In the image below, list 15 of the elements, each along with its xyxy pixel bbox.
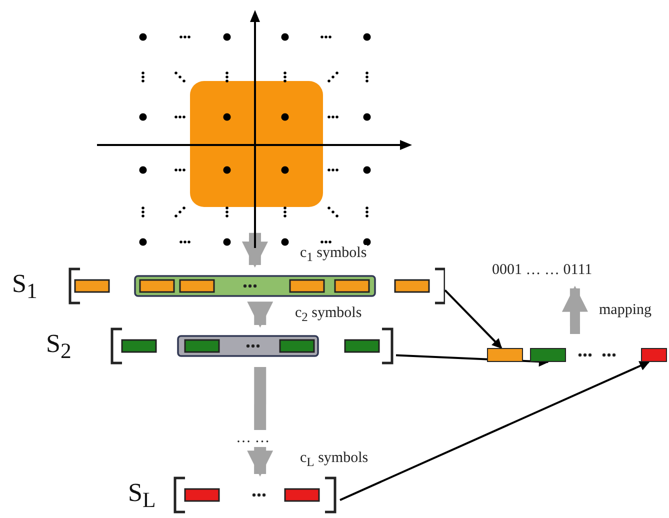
set-label: S$_{1}$ xyxy=(12,269,38,304)
block-arrow xyxy=(247,366,274,477)
bit-label: 0001 … … 0111 xyxy=(492,262,592,279)
block-arrow xyxy=(247,302,274,328)
ellipsis-label: … … xyxy=(236,430,270,447)
edge-label: mapping xyxy=(599,302,652,319)
set-label: S$_{L}$ xyxy=(128,478,156,514)
set-label: S$_{2}$ xyxy=(46,329,72,364)
block-arrow xyxy=(242,232,268,268)
arrow xyxy=(340,361,650,501)
symbol-block xyxy=(641,348,667,362)
block-arrow xyxy=(562,286,588,334)
arrow xyxy=(444,290,502,349)
symbol-block xyxy=(487,348,523,362)
symbol-block xyxy=(530,348,566,362)
